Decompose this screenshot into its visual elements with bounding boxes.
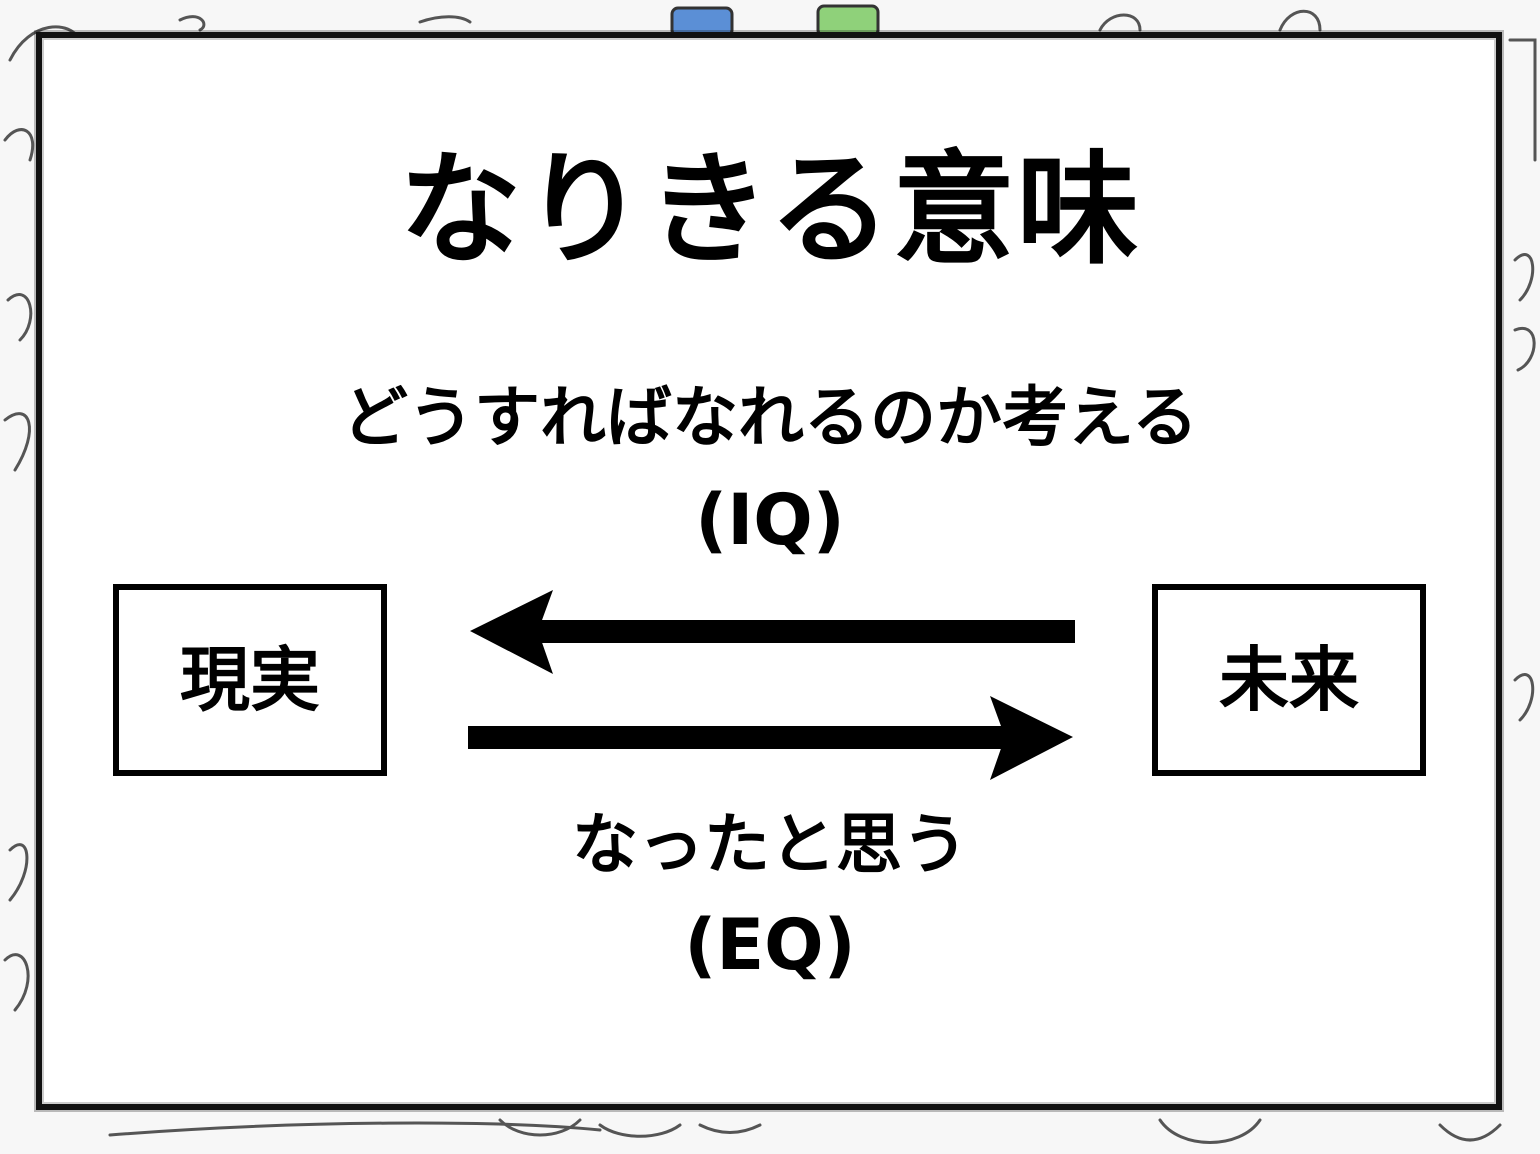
slide-title: なりきる意味 [399,139,1141,281]
left-arrow [470,590,1075,674]
slide-frame [36,32,1502,1110]
future-box-label: 未来 [1219,639,1359,721]
reality-box: 現実 [113,584,387,776]
reality-box-label: 現実 [180,639,320,721]
upper-caption: どうすればなれるのか考える [341,379,1199,456]
upper-caption-tag: (IQ) [695,479,845,561]
lower-caption: なったと思う [572,806,968,883]
future-box: 未来 [1152,584,1426,776]
right-arrow [468,696,1073,780]
lower-caption-tag: (EQ) [684,904,856,986]
